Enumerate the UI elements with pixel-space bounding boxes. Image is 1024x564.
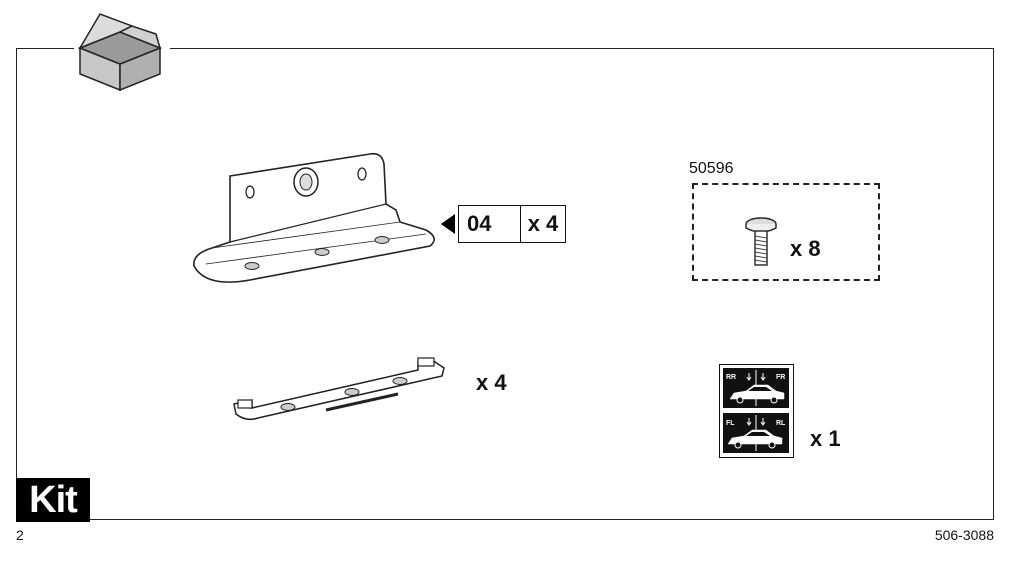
position-sticker: RR FR FL RL	[719, 364, 794, 458]
screw-icon	[745, 217, 777, 266]
sticker-label-rl: RL	[776, 420, 786, 427]
document-code: 506-3088	[934, 527, 994, 543]
mounting-bracket-drawing	[193, 152, 435, 283]
screw-kit-number: 50596	[689, 160, 734, 177]
part-quantity: x 4	[527, 211, 559, 236]
open-box-icon	[77, 13, 163, 92]
pointer-arrow-icon	[441, 214, 455, 234]
sticker-label-fl: FL	[726, 420, 735, 427]
screw-kit-box	[692, 183, 880, 281]
sticker-graphic: RR FR FL RL	[723, 368, 789, 453]
page-number: 2	[16, 527, 24, 543]
part-reference-box: 04 x 4	[458, 205, 566, 243]
part-code: 04	[459, 206, 521, 242]
screw-quantity: x 8	[790, 236, 821, 261]
sticker-label-rr: RR	[726, 374, 736, 381]
section-label: Kit	[16, 478, 90, 522]
sticker-label-fr: FR	[776, 374, 785, 381]
plate-quantity: x 4	[476, 370, 507, 395]
page-frame	[16, 48, 994, 520]
mounting-plate-drawing	[233, 357, 445, 421]
sticker-quantity: x 1	[810, 426, 841, 451]
